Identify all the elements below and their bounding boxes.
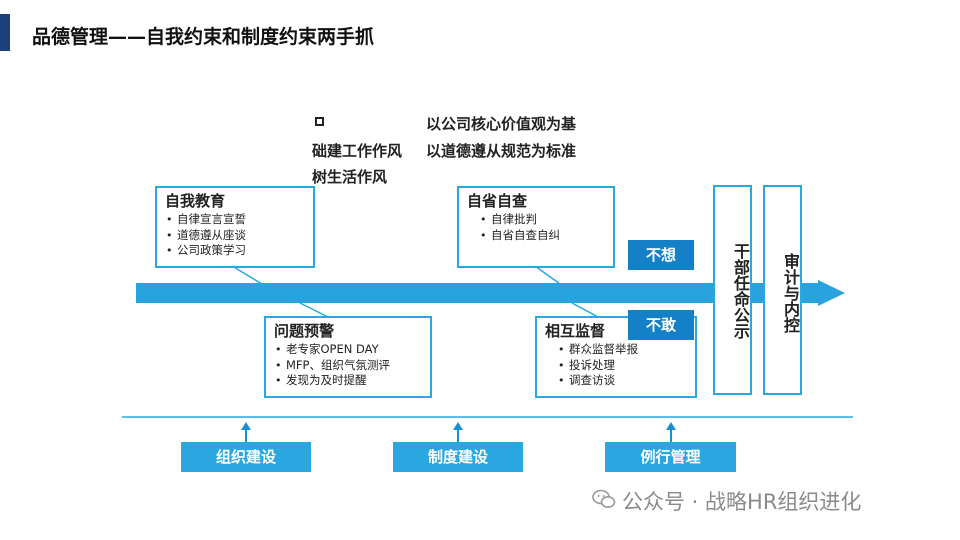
badge-dont-want: 不想 bbox=[628, 240, 694, 270]
list-item: 发现为及时提醒 bbox=[275, 373, 422, 389]
list-item: 投诉处理 bbox=[558, 358, 687, 374]
arrow-stem bbox=[245, 430, 247, 442]
arrow-stem bbox=[670, 430, 672, 442]
list-item: 自律批判 bbox=[480, 212, 605, 228]
card-self-education: 自我教育 自律宣言宣誓 道德遵从座谈 公司政策学习 bbox=[155, 186, 315, 268]
list-item: MFP、组织气氛测评 bbox=[275, 358, 422, 374]
list-item: 公司政策学习 bbox=[166, 243, 305, 259]
badge-dont-dare: 不敢 bbox=[628, 310, 694, 340]
square-bullet-icon bbox=[315, 117, 324, 126]
pill-org-building: 组织建设 bbox=[181, 442, 311, 472]
list-item: 自律宣言宣誓 bbox=[166, 212, 305, 228]
arrow-stem bbox=[457, 430, 459, 442]
pill-system-building: 制度建设 bbox=[393, 442, 523, 472]
list-item: 群众监督举报 bbox=[558, 342, 687, 358]
top-right-line-1: 以公司核心价值观为基 bbox=[426, 115, 577, 133]
wechat-icon bbox=[592, 489, 616, 508]
connector-self-check bbox=[534, 265, 561, 285]
title-accent-bar bbox=[0, 14, 10, 51]
list-item: 调查访谈 bbox=[558, 373, 687, 389]
vbox-appointment-label: 干部任命公示 bbox=[731, 243, 750, 339]
connector-mutual-supervision bbox=[571, 302, 601, 319]
card-title: 自省自查 bbox=[467, 192, 528, 210]
arrow-up-icon bbox=[453, 422, 463, 430]
vbox-audit-label: 审计与内控 bbox=[781, 253, 800, 333]
vbox-appointment: 干部任命公示 bbox=[713, 185, 752, 395]
arrow-up-icon bbox=[666, 422, 676, 430]
top-right-line-2: 以道德遵从规范为标准 bbox=[426, 142, 577, 160]
connector-problem-warning bbox=[299, 302, 331, 319]
arrow-up-icon bbox=[241, 422, 251, 430]
timeline-arrow bbox=[136, 280, 845, 306]
list-item: 道德遵从座谈 bbox=[166, 228, 305, 244]
page-title: 品德管理——自我约束和制度约束两手抓 bbox=[32, 26, 375, 48]
pill-routine-management: 例行管理 bbox=[605, 442, 736, 472]
card-title: 自我教育 bbox=[165, 192, 226, 210]
card-title: 问题预警 bbox=[274, 322, 335, 340]
card-self-check: 自省自查 自律批判 自省自查自纠 bbox=[457, 186, 615, 268]
watermark-text: 公众号 · 战略HR组织进化 bbox=[622, 490, 862, 514]
card-problem-warning: 问题预警 老专家OPEN DAY MFP、组织气氛测评 发现为及时提醒 bbox=[264, 316, 432, 398]
top-left-line-2: 树生活作风 bbox=[312, 168, 388, 186]
list-item: 老专家OPEN DAY bbox=[275, 342, 422, 358]
vbox-audit: 审计与内控 bbox=[763, 185, 802, 395]
connector-self-education bbox=[231, 265, 263, 285]
list-item: 自省自查自纠 bbox=[480, 228, 605, 244]
card-title: 相互监督 bbox=[545, 322, 606, 340]
top-left-line-1: 础建工作作风 bbox=[312, 142, 403, 160]
